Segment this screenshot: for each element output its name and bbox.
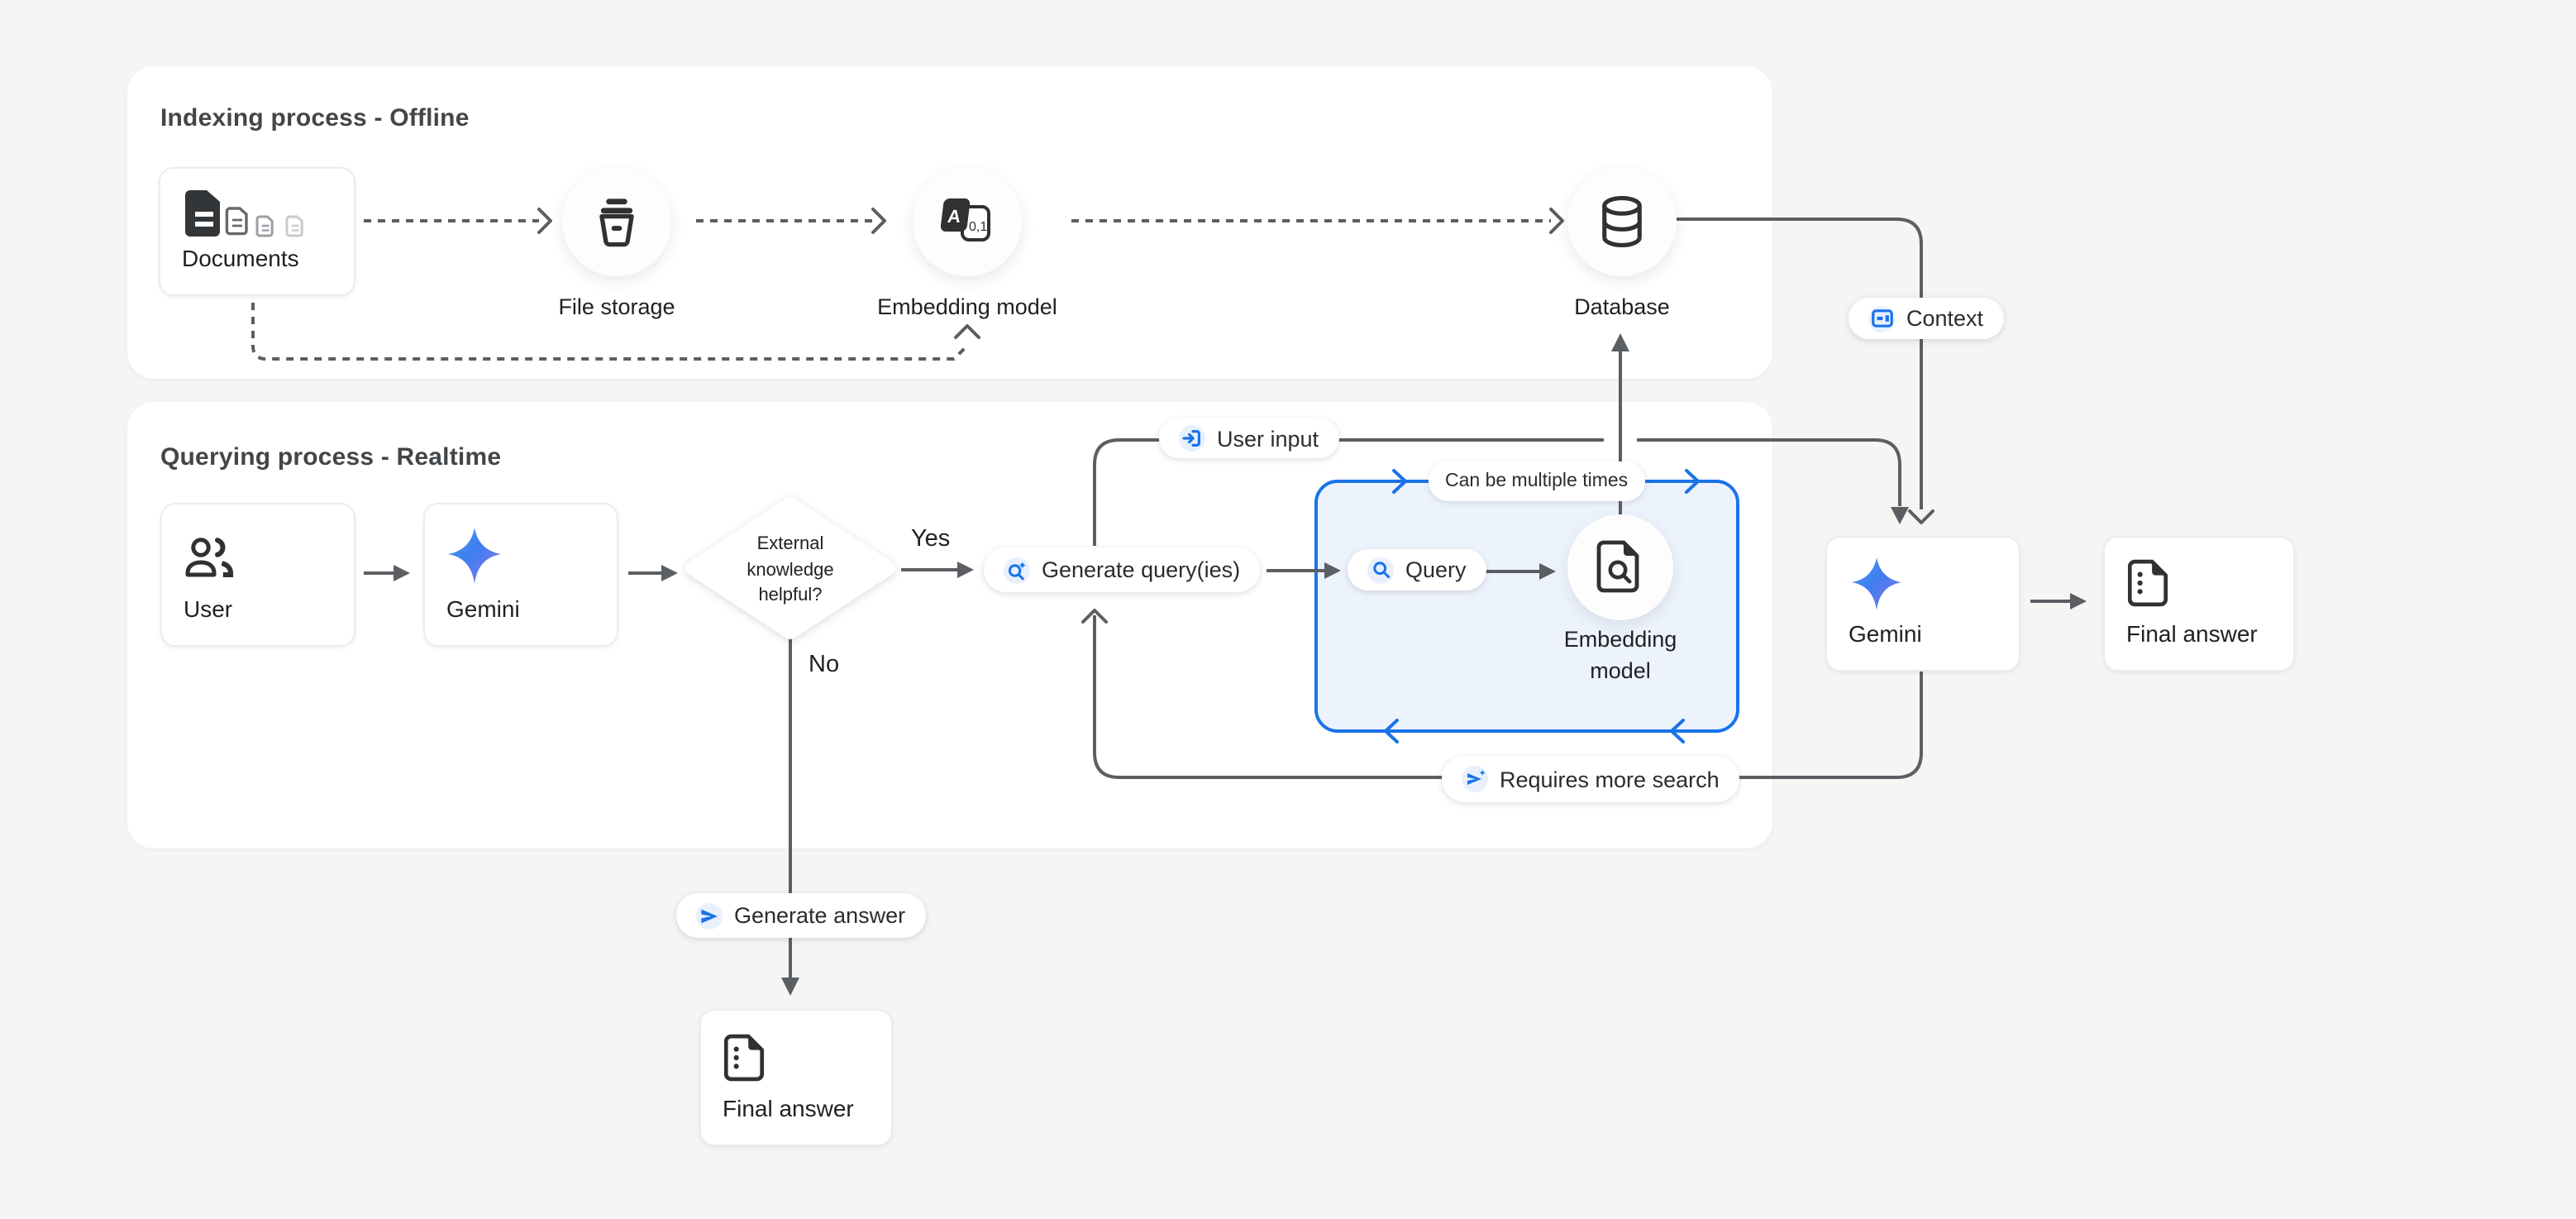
user-label: User — [184, 595, 233, 622]
indexing-panel-title: Indexing process - Offline — [160, 104, 470, 132]
database-label: Database — [1574, 294, 1670, 319]
user-input-pill: User input — [1159, 418, 1339, 458]
embedding-model-top-node: 0,1 A — [913, 167, 1022, 276]
requires-more-search-pill: Requires more search — [1442, 756, 1739, 802]
document-list-icon — [724, 1034, 765, 1082]
svg-text:0,1: 0,1 — [969, 220, 987, 234]
user-input-label: User input — [1217, 426, 1319, 451]
gemini-right-node: Gemini — [1825, 536, 2020, 672]
yes-label: Yes — [911, 526, 951, 552]
file-storage-node — [562, 167, 671, 276]
embedding-model-query-label: Embedding model — [1563, 627, 1677, 683]
article-icon — [1868, 305, 1895, 332]
document-search-icon — [1596, 540, 1639, 593]
gemini-star-icon — [1851, 557, 1902, 610]
gemini-left-node: Gemini — [423, 503, 618, 647]
decision-line3: helpful? — [758, 586, 823, 605]
gemini-left-label: Gemini — [446, 595, 520, 622]
input-icon — [1179, 425, 1205, 452]
generate-answer-label: Generate answer — [734, 903, 906, 928]
requires-more-search-label: Requires more search — [1500, 767, 1720, 791]
text-to-numbers-icon: 0,1 A — [940, 198, 990, 241]
send-sparkle-icon — [1462, 766, 1488, 792]
final-answer-bottom-label: Final answer — [723, 1095, 854, 1121]
final-answer-right-node: Final answer — [2103, 536, 2295, 672]
gemini-right-label: Gemini — [1849, 620, 1922, 647]
people-icon — [185, 538, 233, 577]
documents-node: Documents — [159, 167, 355, 296]
query-label: Query — [1405, 557, 1467, 582]
file-storage-label: File storage — [558, 294, 675, 319]
decision-text: External knowledge helpful? — [691, 533, 890, 610]
database-node — [1567, 167, 1677, 276]
search-icon — [1367, 557, 1394, 583]
gemini-star-icon — [448, 528, 501, 584]
decision-line1: External — [756, 534, 824, 554]
context-pill: Context — [1849, 298, 2004, 339]
final-answer-bottom-node: Final answer — [699, 1009, 893, 1146]
query-pill: Query — [1348, 549, 1486, 590]
document-list-icon — [2128, 559, 2168, 607]
svg-text:A: A — [947, 206, 962, 227]
database-icon — [1602, 195, 1642, 248]
search-sparkle-icon — [1004, 557, 1030, 583]
documents-label: Documents — [182, 245, 299, 271]
decision-line2: knowledge — [747, 560, 834, 580]
generate-answer-pill: Generate answer — [676, 893, 926, 938]
context-label: Context — [1906, 306, 1984, 331]
documents-stack-icon — [185, 190, 303, 237]
no-label: No — [809, 652, 840, 678]
can-be-multiple-times-pill: Can be multiple times — [1429, 461, 1645, 501]
send-icon — [696, 902, 723, 929]
querying-panel-title: Querying process - Realtime — [160, 443, 502, 471]
can-be-multiple-times-label: Can be multiple times — [1445, 471, 1629, 491]
generate-queries-label: Generate query(ies) — [1042, 557, 1241, 582]
storage-bucket-icon — [599, 198, 634, 247]
embedding-model-top-label: Embedding model — [877, 294, 1057, 319]
user-node: User — [160, 503, 355, 647]
generate-queries-pill: Generate query(ies) — [984, 547, 1261, 592]
embedding-model-query-node — [1567, 514, 1673, 620]
final-answer-right-label: Final answer — [2126, 620, 2258, 647]
